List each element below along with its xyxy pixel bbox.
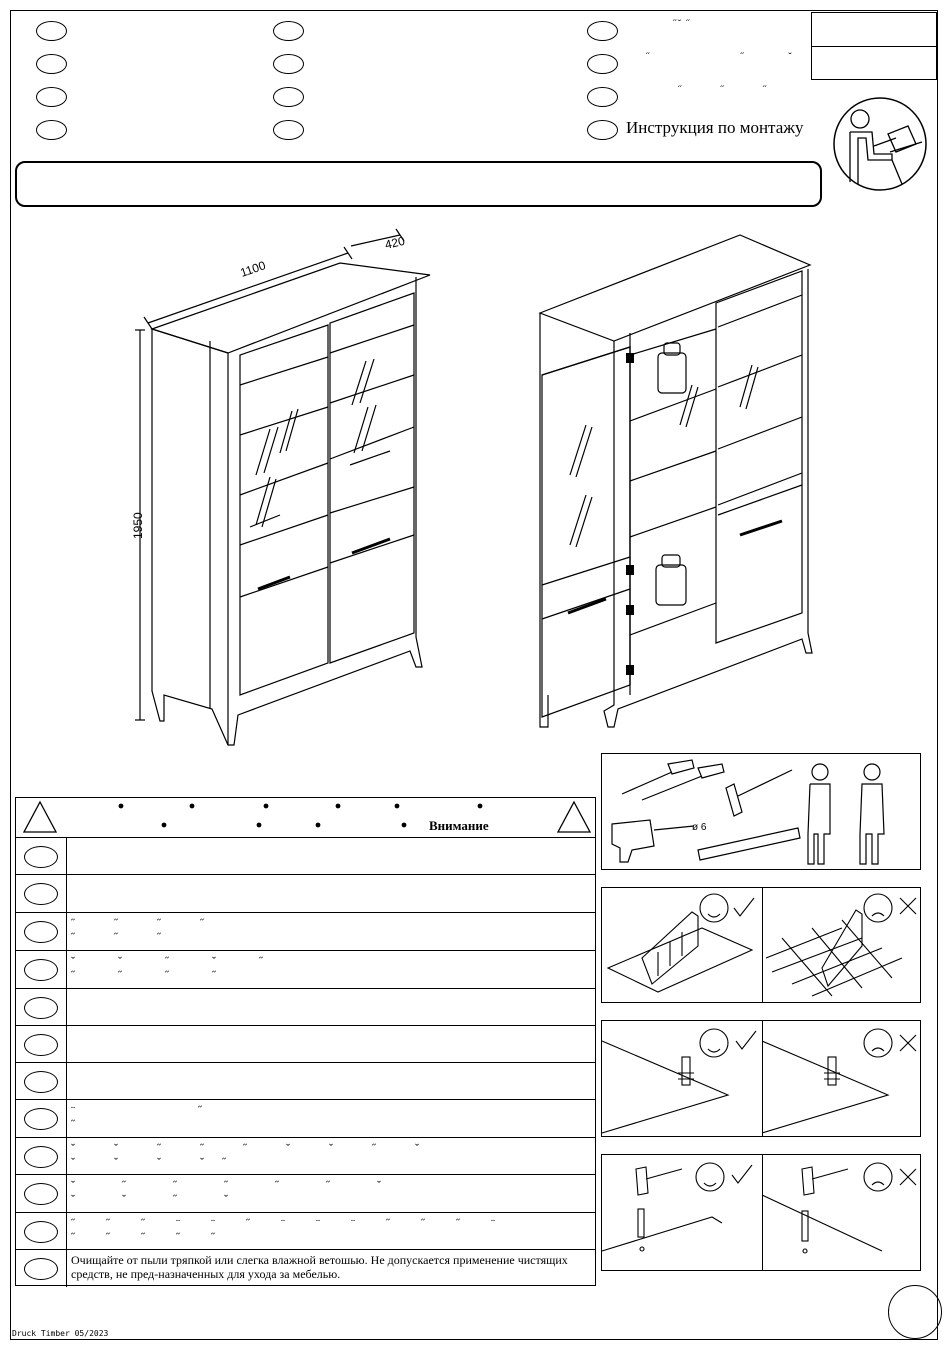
language-mark-3: ˝ ˝ ˝	[678, 84, 785, 96]
warning-row-text: ˇ ˝ ˝ ˝ ˝ ˝ ˇ ˇ ˇ ˝ ˇ	[71, 1178, 403, 1206]
language-oval	[587, 120, 618, 140]
dim-depth-label: 420	[384, 234, 407, 252]
dowel-wrong-icon	[761, 1028, 917, 1134]
language-oval	[273, 21, 304, 41]
language-oval	[587, 87, 618, 107]
warning-heading: Внимание	[429, 818, 489, 833]
tools-icon: ø 6	[611, 759, 885, 865]
dowel-correct-icon	[601, 1028, 757, 1134]
warning-row: ˇ ˝ ˝ ˝ ˝ ˝ ˇ ˇ ˇ ˝ ˇ	[16, 1175, 595, 1213]
warning-triangle-icon	[22, 800, 58, 833]
language-oval	[587, 21, 618, 41]
product-title-box	[15, 161, 822, 207]
warning-row: ˝ ˝ ˝ ˝ ˝ ˝ ˝	[16, 913, 595, 951]
warning-triangle-icon	[556, 800, 592, 833]
warning-row: ¨ ˝ ˝	[16, 1100, 595, 1138]
dim-width-label: 1100	[238, 258, 267, 280]
warning-table: Внимание ˝ ˝ ˝ ˝ ˝ ˝ ˝ ˇ ˇ ˝ ˇ ˝ ˝ ˝ ˝ ˝…	[15, 797, 596, 1287]
print-code: Druck Timber 05/2023	[12, 1329, 109, 1338]
surface-panel	[601, 887, 921, 1003]
dim-height-label: 1950	[131, 512, 145, 539]
language-oval	[587, 54, 618, 74]
warning-header: Внимание	[16, 798, 595, 838]
surface-correct-icon	[606, 893, 755, 993]
page-frame	[10, 10, 938, 1340]
warning-row	[16, 989, 595, 1026]
warning-row-text: ¨ ˝ ˝	[71, 1103, 262, 1131]
language-oval	[36, 120, 67, 140]
warning-row	[16, 875, 595, 913]
language-oval	[273, 54, 304, 74]
hammer-correct-icon	[601, 1162, 753, 1252]
language-oval	[273, 120, 304, 140]
drill-diameter-label: ø 6	[692, 822, 707, 833]
cabinet-open-drawing	[538, 234, 813, 728]
surface-wrong-icon	[765, 893, 917, 997]
warning-row: ˇ ˇ ˝ ˇ ˝ ˝ ˝ ˝ ˝	[16, 951, 595, 989]
warning-row-text: ˝ ˝ ˝ ˝ ˝ ˝ ˝	[71, 916, 222, 944]
warning-row-text: ˇ ˇ ˝ ˇ ˝ ˝ ˝ ˝ ˝	[71, 954, 283, 982]
article-code-box	[811, 12, 937, 80]
warning-row	[16, 1063, 595, 1100]
assembly-person-icon	[833, 97, 927, 191]
language-oval	[273, 87, 304, 107]
language-oval	[36, 21, 67, 41]
warning-row-text: ˇ ˇ ˝ ˝ ˝ ˇ ˇ ˝ ˇ ˇ ˇ ˇ ˇ˝	[71, 1141, 437, 1169]
language-mark-1: ˝ˇ ˝	[673, 18, 691, 30]
language-mark-2: ˝ ˝ˇ	[646, 51, 836, 63]
care-instruction-text: Очищайте от пыли тряпкой или слегка влаж…	[71, 1253, 568, 1281]
warning-row	[16, 838, 595, 875]
dowel-panel	[601, 1020, 921, 1137]
instruction-label: Инструкция по монтажу	[626, 118, 804, 137]
hammer-panel	[601, 1154, 921, 1271]
warning-row-text: ˝ ˝ ˝ ¨ ¨ ˝ ¨ ¨ ¨ ˝ ˝ ˝ ¨ ˝ ˝ ˝ ˝ ˝	[71, 1216, 509, 1244]
language-oval	[36, 54, 67, 74]
page-number-circle	[888, 1285, 942, 1339]
warning-row: ˝ ˝ ˝ ¨ ¨ ˝ ¨ ¨ ¨ ˝ ˝ ˝ ¨ ˝ ˝ ˝ ˝ ˝	[16, 1213, 595, 1250]
warning-row: Очищайте от пыли тряпкой или слегка влаж…	[16, 1250, 595, 1287]
warning-row: ˇ ˇ ˝ ˝ ˝ ˇ ˇ ˝ ˇ ˇ ˇ ˇ ˇ˝	[16, 1138, 595, 1175]
cabinet-closed-drawing: 1100 420 1950	[131, 228, 431, 746]
warning-row	[16, 1026, 595, 1063]
tools-panel: ø 6	[601, 753, 921, 870]
hammer-wrong-icon	[761, 1162, 917, 1254]
warning-dots	[118, 803, 483, 828]
language-oval	[36, 87, 67, 107]
